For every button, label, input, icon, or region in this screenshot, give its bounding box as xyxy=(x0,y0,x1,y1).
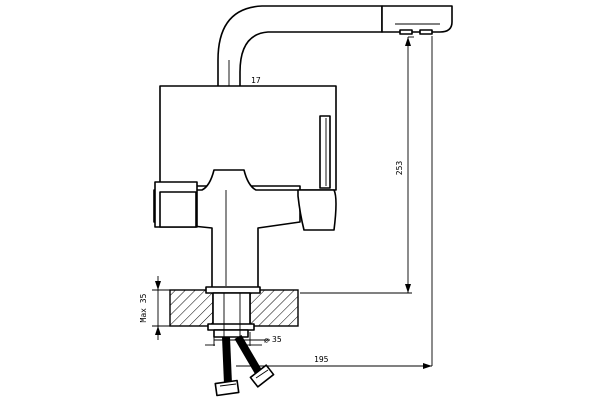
filter-body xyxy=(159,85,337,191)
dimension-reach xyxy=(236,36,433,369)
diameter-symbol-icon: ⌀ xyxy=(264,336,269,345)
countertop-section xyxy=(169,289,299,327)
dimension-max-thickness xyxy=(152,276,172,340)
max-thickness-label: Max 35 xyxy=(139,293,148,322)
height-label: 253 xyxy=(395,161,404,176)
dimension-height xyxy=(300,36,414,294)
hole-diameter-label: 35 xyxy=(272,335,282,344)
spout-width-label: 17 xyxy=(251,76,261,85)
mixer-body xyxy=(153,169,337,289)
flexible-hoses xyxy=(214,334,275,397)
reach-label: 195 xyxy=(314,355,329,364)
mounting-shank xyxy=(205,286,262,346)
dimension-hole-diameter xyxy=(213,332,270,346)
